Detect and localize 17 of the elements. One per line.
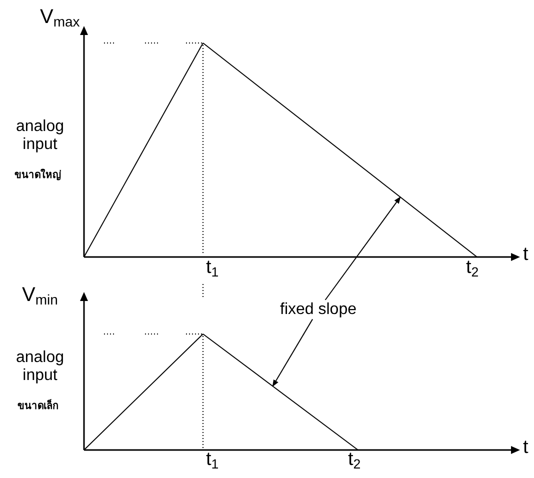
time-label: t [523, 438, 528, 459]
time-label: t$_{1}$ [206, 258, 219, 280]
axis-label: V$_{min}$ [22, 284, 58, 308]
falling-ramp [202, 334, 358, 450]
axis-label: V$_{max}$ [40, 6, 80, 30]
axis-label: analog input [14, 118, 66, 154]
leader-arrow [324, 196, 401, 300]
axis-label: ขนาดเล็ก [16, 401, 60, 412]
axis-label: ขนาดใหญ่ [14, 170, 62, 181]
leader-arrow [272, 318, 314, 387]
falling-ramp [202, 42, 478, 258]
time-label: t$_{2}$ [348, 450, 361, 472]
callout-text: fixed slope [278, 300, 358, 320]
axis-label: analog input [14, 349, 66, 384]
time-label: t$_{2}$ [466, 258, 479, 280]
time-label: t [523, 245, 528, 266]
time-label: t$_{1}$ [206, 450, 219, 472]
